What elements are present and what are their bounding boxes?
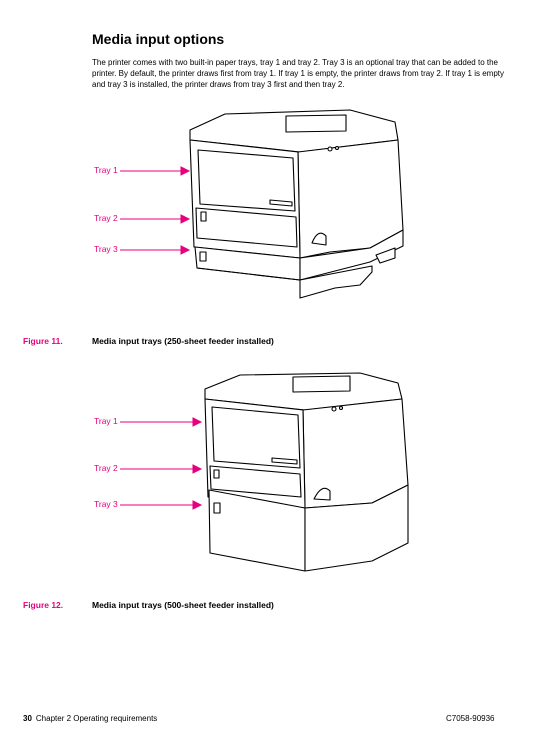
figure-number: Figure 11. [23,336,63,346]
callout-tray-3: Tray 3 [94,499,118,509]
page-number: 30 [23,714,32,723]
callout-tray-1: Tray 1 [94,165,118,175]
callout-tray-1: Tray 1 [94,416,118,426]
figure-12: Tray 1 Tray 2 Tray 3 Figure 12. Media in… [0,365,539,615]
chapter-title: Chapter 2 Operating requirements [35,714,158,723]
callout-tray-2: Tray 2 [94,213,118,223]
figure-caption-text: Media input trays (250-sheet feeder inst… [92,336,274,346]
printer-500-sheet-illustration [120,372,409,572]
intro-paragraph: The printer comes with two built-in pape… [92,58,504,89]
figure-number: Figure 12. [23,600,64,610]
callout-tray-3: Tray 3 [94,244,118,254]
figure-caption-text: Media input trays (500-sheet feeder inst… [92,600,274,610]
figure-11: Tray 1 Tray 2 Tray 3 Figure 11. Media in… [0,100,539,350]
document-id: C7058-90936 [446,714,495,723]
callout-tray-2: Tray 2 [94,463,118,473]
printer-250-sheet-illustration [120,109,404,299]
section-heading: Media input options [92,31,225,47]
